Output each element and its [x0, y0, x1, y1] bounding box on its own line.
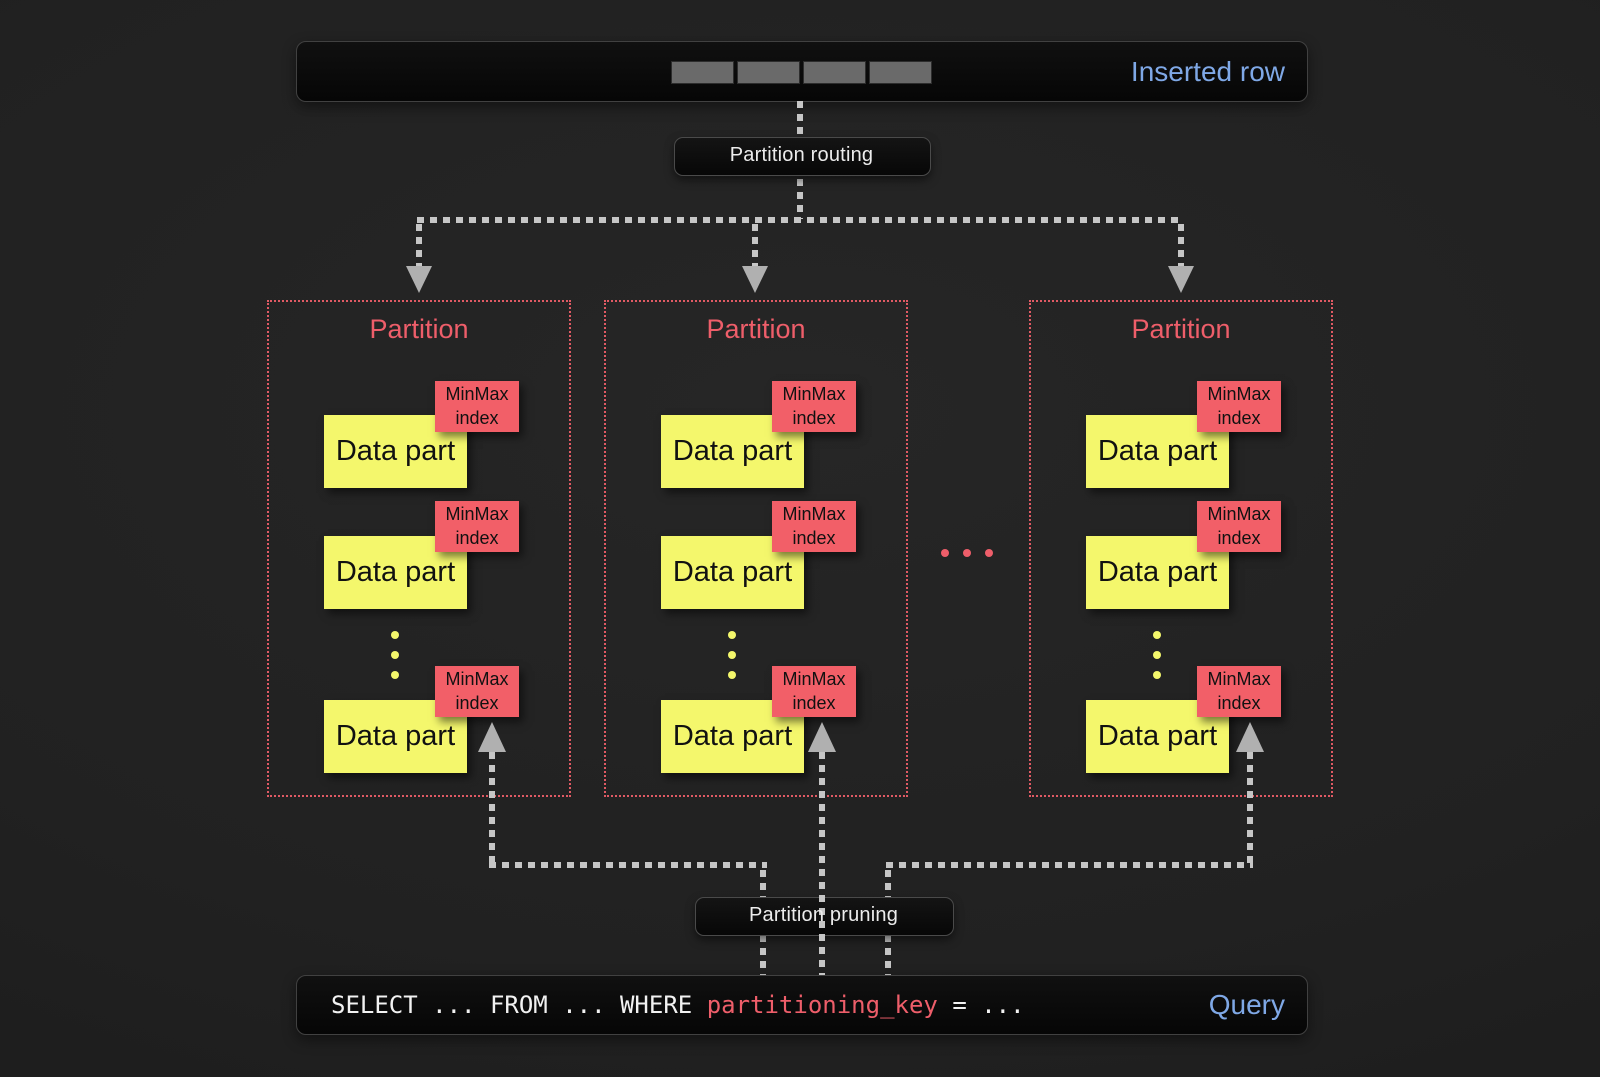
partition-title: Partition — [1131, 314, 1231, 344]
row-cell — [737, 61, 800, 84]
arrow-down-icon — [742, 266, 768, 293]
partition-box: Partition MinMax index Data part MinMax … — [604, 300, 908, 797]
row-cell — [803, 61, 866, 84]
sql-partitioning-key: partitioning_key — [706, 991, 938, 1019]
minmax-index-tag: MinMax index — [435, 381, 519, 432]
data-part-box: Data part — [1086, 700, 1229, 773]
dashed-connector — [489, 752, 495, 866]
partition-box: Partition MinMax index Data part MinMax … — [267, 300, 571, 797]
minmax-index-tag: MinMax index — [435, 501, 519, 552]
partition-pruning-label: Partition pruning — [748, 904, 899, 926]
minmax-index-tag: MinMax index — [772, 381, 856, 432]
partition-routing-label: Partition routing — [729, 144, 874, 166]
data-part-box: Data part — [324, 415, 467, 488]
arrow-down-icon — [1168, 266, 1194, 293]
dashed-connector — [886, 862, 1253, 868]
row-cells-icon — [671, 61, 932, 84]
vertical-ellipsis-icon — [728, 631, 736, 679]
minmax-index-tag: MinMax index — [435, 666, 519, 717]
minmax-index-tag: MinMax index — [772, 666, 856, 717]
minmax-index-tag: MinMax index — [772, 501, 856, 552]
dashed-connector — [1247, 752, 1253, 866]
minmax-index-tag: MinMax index — [1197, 666, 1281, 717]
vertical-ellipsis-icon — [1153, 631, 1161, 679]
dashed-connector — [819, 752, 825, 975]
inserted-row-label: Inserted row — [1130, 55, 1285, 87]
data-part-box: Data part — [324, 700, 467, 773]
dashed-connector — [752, 224, 758, 266]
arrow-up-icon — [1236, 722, 1264, 752]
vertical-ellipsis-icon — [391, 631, 399, 679]
query-panel: SELECT ... FROM ... WHERE partitioning_k… — [296, 975, 1308, 1035]
row-cell — [869, 61, 932, 84]
sql-query-text: SELECT ... FROM ... WHERE partitioning_k… — [331, 991, 1025, 1019]
arrow-up-icon — [808, 722, 836, 752]
arrow-up-icon — [478, 722, 506, 752]
partition-title: Partition — [706, 314, 806, 344]
dashed-connector — [416, 224, 422, 266]
sql-segment: = ... — [937, 991, 1025, 1019]
minmax-index-tag: MinMax index — [1197, 381, 1281, 432]
sql-segment: SELECT ... FROM ... WHERE — [331, 991, 707, 1019]
inserted-row-panel: Inserted row — [296, 41, 1308, 102]
row-cell — [671, 61, 734, 84]
dashed-connector — [1178, 224, 1184, 266]
ellipsis-icon — [941, 549, 993, 557]
query-label: Query — [1208, 989, 1285, 1020]
partition-box: Partition MinMax index Data part MinMax … — [1029, 300, 1333, 797]
partition-routing-pill — [674, 137, 931, 176]
arrow-down-icon — [406, 266, 432, 293]
dashed-connector — [489, 862, 767, 868]
dashed-connector — [417, 217, 1183, 223]
minmax-index-tag: MinMax index — [1197, 501, 1281, 552]
partition-title: Partition — [369, 314, 469, 344]
